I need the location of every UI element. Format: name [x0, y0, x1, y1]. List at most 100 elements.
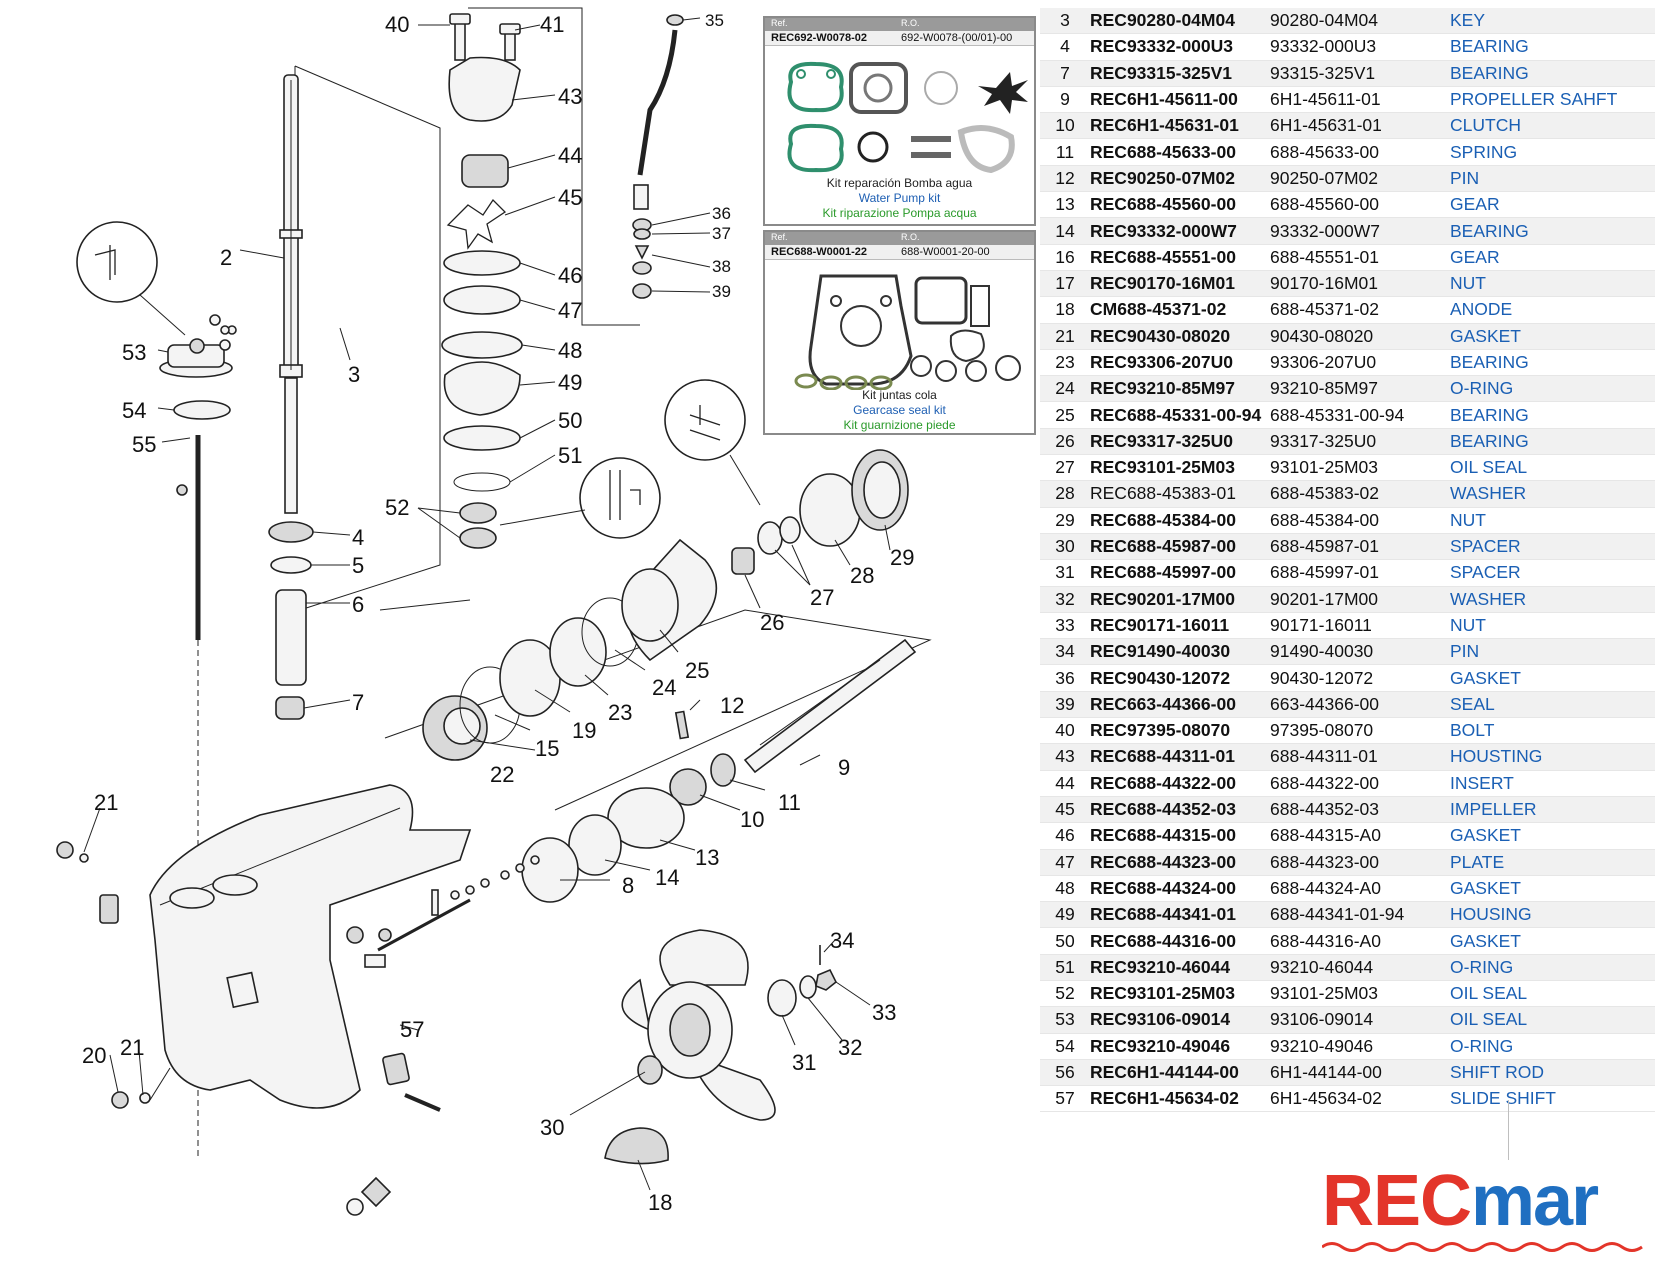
part-number: 21	[1055, 325, 1075, 346]
part-number: 48	[1055, 877, 1075, 898]
part-number: 34	[1055, 641, 1075, 662]
recmar-reference: REC93101-25M03	[1090, 457, 1235, 478]
recmar-reference: REC688-45997-00	[1090, 562, 1236, 583]
recmar-reference: REC688-45551-00	[1090, 246, 1236, 267]
oem-reference: 93332-000U3	[1270, 36, 1377, 57]
part-number: 32	[1055, 588, 1075, 609]
recmar-reference: REC688-44322-00	[1090, 772, 1236, 793]
oem-reference: 6H1-45611-01	[1270, 89, 1381, 110]
kit-caption-it: Kit riparazione Pompa acqua	[822, 206, 977, 220]
part-description: BEARING	[1450, 404, 1529, 425]
part-description: NUT	[1450, 509, 1486, 530]
part-number: 28	[1055, 483, 1075, 504]
recmar-reference: REC688-45633-00	[1090, 141, 1236, 162]
oem-reference: 688-45560-00	[1270, 194, 1379, 215]
recmar-reference: REC6H1-45631-01	[1090, 115, 1239, 136]
part-number: 3	[1060, 10, 1070, 31]
callout-32: 32	[838, 1035, 862, 1060]
part-description: WASHER	[1450, 588, 1527, 609]
callout-12: 12	[720, 693, 744, 718]
recmar-reference: REC90250-07M02	[1090, 167, 1235, 188]
part-number: 7	[1060, 62, 1070, 83]
oem-reference: 688-45997-01	[1270, 562, 1379, 583]
oem-reference: 688-44315-A0	[1270, 825, 1381, 846]
part-number: 13	[1055, 194, 1075, 215]
recmar-reference: REC688-45331-00-94	[1090, 404, 1262, 425]
callout-43: 43	[558, 84, 582, 109]
recmar-reference: REC90430-12072	[1090, 667, 1231, 688]
kit-captions: Kit reparación Bomba agua Water Pump kit…	[765, 176, 1034, 221]
kit-caption-es: Kit juntas cola	[862, 388, 937, 402]
part-description: HOUSTING	[1450, 746, 1543, 767]
callout-2: 2	[220, 245, 232, 270]
recmar-reference: REC93106-09014	[1090, 1009, 1231, 1030]
part-description: ANODE	[1450, 299, 1513, 320]
recmar-reference: REC688-45384-00	[1090, 509, 1236, 530]
logo-rec: REC	[1322, 1161, 1472, 1241]
recmar-reference: REC90170-16M01	[1090, 273, 1235, 294]
part-description: SPACER	[1450, 536, 1521, 557]
oem-reference: 93332-000W7	[1270, 220, 1380, 241]
part-number: 52	[1055, 983, 1075, 1004]
callout-20: 20	[82, 1043, 106, 1068]
part-number: 18	[1055, 299, 1075, 320]
part-number: 44	[1055, 772, 1075, 793]
part-number: 39	[1055, 693, 1075, 714]
recmar-reference: REC90280-04M04	[1090, 10, 1235, 31]
callout-4: 4	[352, 525, 364, 550]
part-description: BEARING	[1450, 352, 1529, 372]
kit-header: Ref. R.O.	[765, 18, 1034, 31]
part-description: NUT	[1450, 614, 1486, 635]
part-description: BEARING	[1450, 430, 1529, 451]
part-description: HOUSING	[1450, 904, 1532, 925]
oem-reference: 6H1-45631-01	[1270, 115, 1382, 136]
part-description: O-RING	[1450, 378, 1514, 399]
oem-reference: 688-45633-00	[1270, 141, 1379, 162]
part-number: 24	[1055, 378, 1075, 399]
oem-reference: 688-44323-00	[1270, 851, 1379, 872]
part-number: 30	[1055, 536, 1075, 557]
oem-reference: 90280-04M04	[1270, 10, 1378, 31]
part-description: GASKET	[1450, 930, 1521, 951]
callout-36: 36	[712, 204, 731, 223]
recmar-logo: RECmar	[1322, 1160, 1652, 1241]
callout-3: 3	[348, 362, 360, 387]
oem-reference: 93101-25M03	[1270, 983, 1378, 1004]
recmar-reference: REC6H1-45634-02	[1090, 1088, 1239, 1109]
callout-41: 41	[540, 12, 564, 37]
recmar-reference: REC6H1-45611-00	[1090, 89, 1238, 110]
callout-11: 11	[778, 790, 801, 815]
oem-reference: 688-44352-03	[1270, 799, 1379, 820]
oem-reference: 93306-207U0	[1270, 352, 1377, 372]
callout-27: 27	[810, 585, 834, 610]
oem-reference: 90430-12072	[1270, 667, 1374, 688]
part-number: 9	[1060, 89, 1070, 110]
exploded-parts-diagram: 40 41 43 44 45 46 47 48 49 50 51 52 35 3…	[56, 7, 932, 1216]
callout-57: 57	[400, 1017, 424, 1042]
callout-8: 8	[622, 873, 634, 898]
gearcase-seal-kit-box: Ref. R.O. REC688-W0001-22 688-W0001-20-0…	[763, 230, 1036, 435]
oem-reference: 688-44311-01	[1270, 746, 1378, 767]
part-description: PIN	[1450, 641, 1480, 662]
oem-reference: 93210-85M97	[1270, 378, 1378, 399]
recmar-reference: REC90430-08020	[1090, 325, 1231, 346]
logo-divider	[1508, 1100, 1509, 1160]
callout-40: 40	[385, 12, 409, 37]
kit-refs: REC692-W0078-02 692-W0078-(00/01)-00	[765, 31, 1034, 46]
part-description: SPRING	[1450, 141, 1518, 162]
oem-reference: 688-45371-02	[1270, 299, 1379, 320]
part-description: GASKET	[1450, 877, 1521, 898]
kit-oem-ref: 692-W0078-(00/01)-00	[901, 32, 1013, 44]
